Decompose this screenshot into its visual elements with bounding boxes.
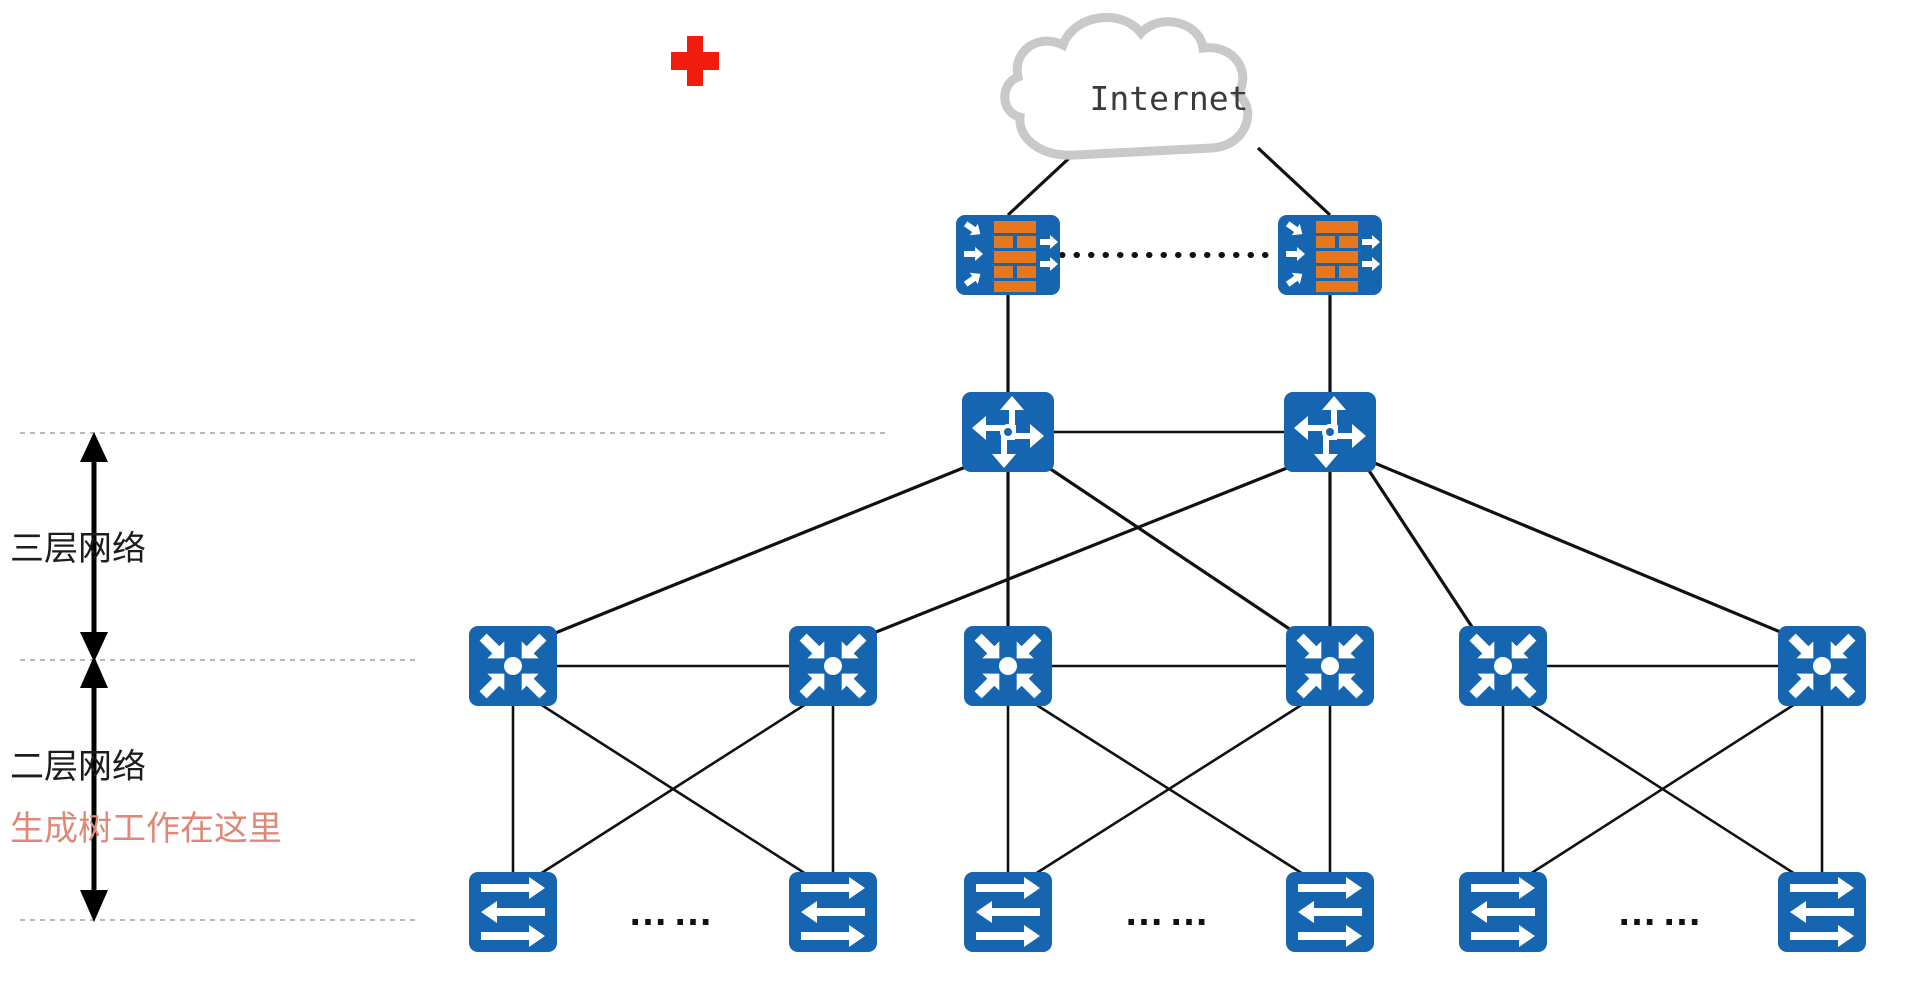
link-l3-2-l2-1: [539, 702, 807, 876]
l2-switch-icon: [469, 872, 557, 952]
l3-switch-6[interactable]: [1778, 626, 1866, 706]
internet-cloud[interactable]: Internet: [1000, 13, 1253, 160]
l3-switch-icon: [964, 626, 1052, 706]
l3-switch-icon: [789, 626, 877, 706]
l3-switch-icon: [1459, 626, 1547, 706]
link-rt-left-l3-4: [1045, 464, 1301, 638]
layer2-zone-label: 二层网络: [10, 748, 146, 786]
l3-switch-4[interactable]: [1286, 626, 1374, 706]
cloud-icon: [1000, 13, 1253, 160]
red-plus-icon: [671, 36, 719, 86]
link-layer: [511, 146, 1824, 876]
l3-switch-1[interactable]: [469, 626, 557, 706]
l2-switch-icon: [964, 872, 1052, 952]
layer3-arrow-up: [80, 432, 108, 462]
router-icon: [1284, 392, 1376, 472]
l3-switch-3[interactable]: [964, 626, 1052, 706]
firewall-right[interactable]: [1278, 215, 1382, 295]
l2-switch-6[interactable]: [1778, 872, 1866, 952]
ellipsis-pod-1: ……: [628, 890, 718, 934]
l3-switch-icon: [469, 626, 557, 706]
firewall-left[interactable]: [956, 215, 1060, 295]
l2-switch-icon: [1286, 872, 1374, 952]
cloud-label: Internet: [1090, 79, 1249, 118]
layer3-arrow-down: [80, 632, 108, 662]
firewall-icon: [956, 215, 1060, 295]
layer3-zone-label: 三层网络: [10, 530, 146, 568]
firewall-icon: [1278, 215, 1382, 295]
link-cloud-firewall-right: [1256, 146, 1332, 217]
layer2-arrow-up: [80, 656, 108, 688]
link-rt-right-l3-2: [865, 464, 1293, 638]
spanning-tree-note: 生成树工作在这里: [10, 810, 282, 848]
layer2-arrow-down: [80, 890, 108, 922]
l2-switch-4[interactable]: [1286, 872, 1374, 952]
l2-switch-1[interactable]: [469, 872, 557, 952]
l2-switch-2[interactable]: [789, 872, 877, 952]
link-rt-right-l3-5: [1364, 465, 1480, 637]
l2-switch-icon: [1459, 872, 1547, 952]
ellipsis-pod-2: ……: [1124, 890, 1214, 934]
link-l3-6-l2-5: [1529, 702, 1796, 876]
l3-switch-5[interactable]: [1459, 626, 1547, 706]
router-icon: [962, 392, 1054, 472]
link-l3-4-l2-3: [1034, 702, 1304, 876]
l2-switch-5[interactable]: [1459, 872, 1547, 952]
ellipsis-pod-3: ……: [1617, 890, 1707, 934]
router-left[interactable]: [962, 392, 1054, 472]
zone-guides: 三层网络 二层网络 生成树工作在这里: [10, 432, 890, 922]
l2-switch-icon: [1778, 872, 1866, 952]
link-rt-right-l3-6: [1371, 460, 1791, 638]
l3-switch-2[interactable]: [789, 626, 877, 706]
l3-switch-icon: [1286, 626, 1374, 706]
l2-switch-icon: [789, 872, 877, 952]
l2-switch-3[interactable]: [964, 872, 1052, 952]
l3-switch-icon: [1778, 626, 1866, 706]
router-right[interactable]: [1284, 392, 1376, 472]
link-rt-left-l3-1: [547, 464, 969, 638]
